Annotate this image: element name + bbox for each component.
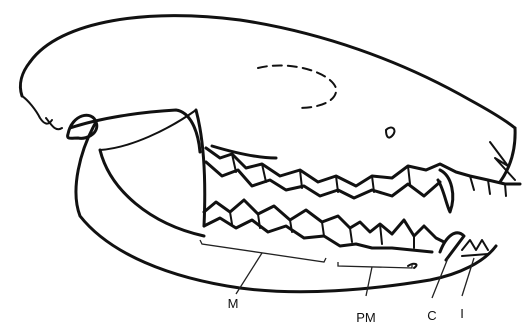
orbit <box>258 65 336 108</box>
molars-label: M <box>228 296 239 311</box>
premolars-annotation: PM <box>338 262 412 324</box>
canine-label: C <box>427 308 436 323</box>
premolars-label: PM <box>356 310 376 324</box>
molars-annotation: M <box>200 240 326 311</box>
mandible <box>76 110 496 292</box>
upper-tooth-row <box>206 148 520 212</box>
incisors-label: I <box>460 306 464 321</box>
canine-annotation: C <box>427 258 448 323</box>
foramen <box>386 128 394 138</box>
